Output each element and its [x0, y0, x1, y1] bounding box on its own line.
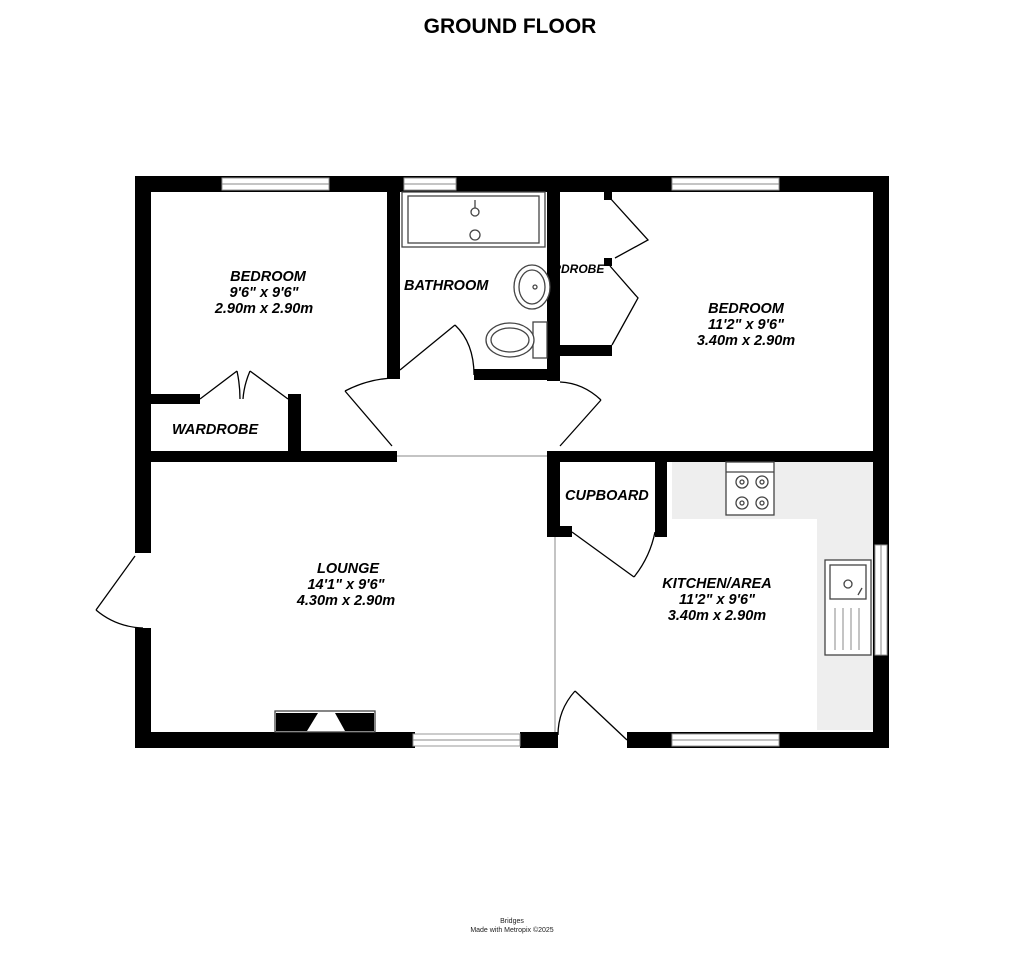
room-name: BEDROOM: [230, 269, 307, 285]
window-bathroom: [403, 177, 457, 191]
windows: [221, 177, 888, 747]
door-bedroom1: [344, 377, 398, 447]
kitchen-sink: [824, 559, 872, 656]
room-lounge: LOUNGE 14'1" x 9'6" 4.30m x 2.90m: [296, 561, 395, 609]
room-kitchen: KITCHEN/AREA 11'2" x 9'6" 3.40m x 2.90m: [662, 576, 772, 624]
doors-wardrobe2: [609, 197, 650, 346]
fireplace: [274, 710, 376, 733]
door-bathroom: [399, 324, 475, 376]
window-bedroom2: [671, 177, 780, 191]
wash-basin: [513, 264, 551, 310]
doors-wardrobe1: [199, 370, 289, 400]
room-bathroom: BATHROOM: [404, 278, 489, 294]
room-size-metric: 3.40m x 2.90m: [668, 608, 766, 624]
window-lounge: [412, 733, 521, 747]
hob: [725, 461, 775, 516]
room-bedroom2: BEDROOM 11'2" x 9'6" 3.40m x 2.90m: [697, 301, 795, 349]
footer-company: Bridges: [500, 918, 524, 925]
room-size-metric: 4.30m x 2.90m: [296, 593, 395, 609]
room-bedroom1: BEDROOM 9'6" x 9'6" 2.90m x 2.90m: [214, 269, 313, 317]
room-size-metric: 2.90m x 2.90m: [214, 301, 313, 317]
footer-credit: Made with Metropix ©2025: [470, 926, 553, 934]
window-bedroom1: [221, 177, 330, 191]
room-size-imperial: 11'2" x 9'6": [708, 317, 785, 333]
window-kitchen-side: [874, 544, 888, 656]
bath: [401, 191, 546, 248]
window-kitchen-bottom: [671, 733, 780, 747]
interior-walls: [135, 176, 889, 537]
door-cupboard: [571, 531, 656, 578]
toilet: [485, 321, 548, 359]
open-plan-lines: [397, 455, 556, 732]
room-size-imperial: 11'2" x 9'6": [679, 592, 756, 608]
room-size-metric: 3.40m x 2.90m: [697, 333, 795, 349]
wardrobe2-clip: WARDROBE: [533, 262, 605, 276]
room-name: LOUNGE: [317, 561, 380, 577]
door-kitchen: [557, 690, 628, 741]
room-wardrobe2: WARDROBE: [533, 262, 605, 276]
doors: [95, 197, 656, 741]
room-size-imperial: 14'1" x 9'6": [307, 577, 385, 593]
plan-title: GROUND FLOOR: [424, 15, 597, 38]
room-wardrobe1: WARDROBE: [172, 422, 260, 438]
door-bedroom2: [559, 381, 602, 447]
door-lounge-entrance: [95, 555, 144, 629]
room-cupboard: CUPBOARD: [565, 488, 649, 504]
room-name: BEDROOM: [708, 301, 785, 317]
room-size-imperial: 9'6" x 9'6": [229, 285, 299, 301]
room-name: KITCHEN/AREA: [662, 576, 772, 592]
